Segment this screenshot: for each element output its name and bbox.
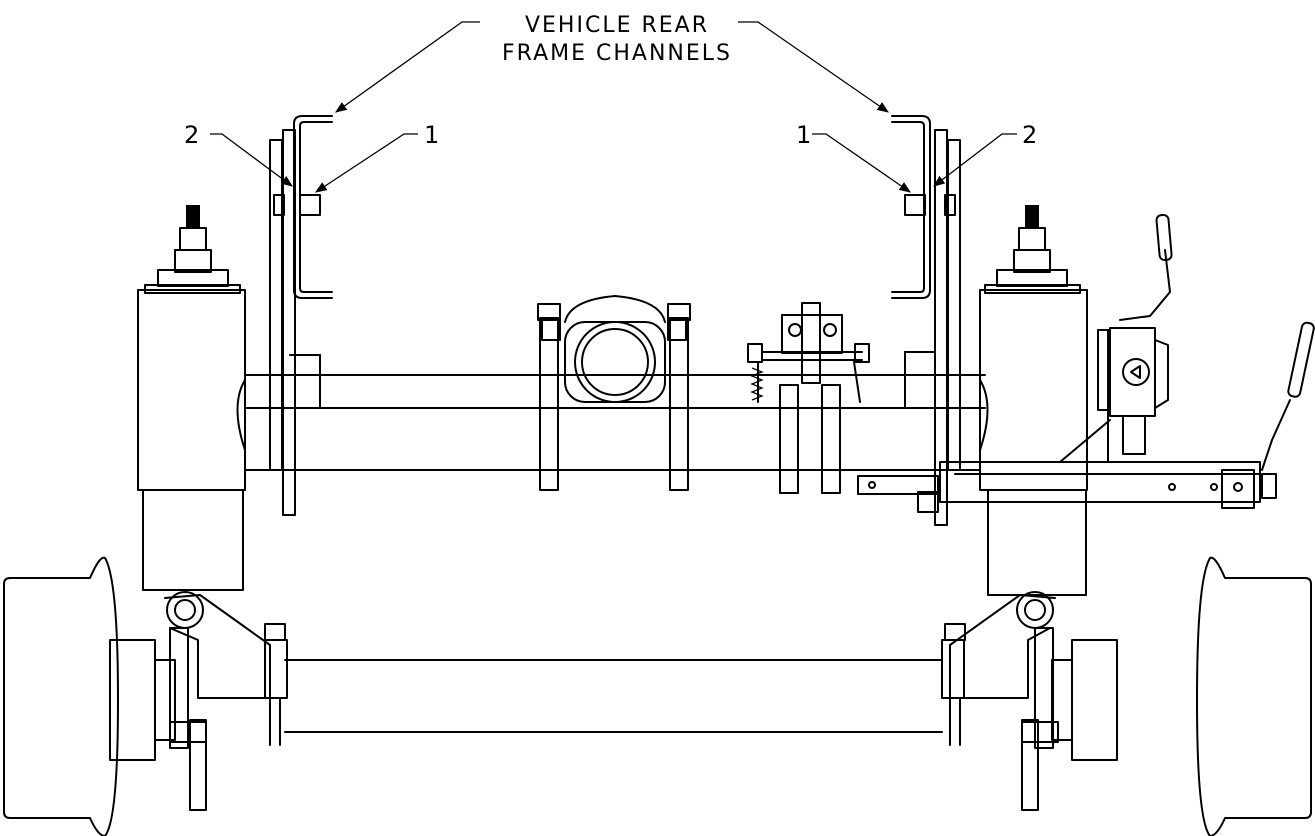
left-frame-channel [269,115,333,516]
right-callout-2: 2 [1022,121,1037,149]
right-frame-channel [891,115,961,526]
rear-axle [264,623,966,746]
left-wheel [3,556,207,836]
leader-lines [210,21,1017,193]
brake-linkage [747,302,870,494]
right-lever-arm [857,321,1315,513]
title-line-2: FRAME CHANNELS [502,41,732,66]
right-wheel [1021,556,1312,836]
right-trailing-arm [949,591,1056,749]
title-line-1: VEHICLE REAR [525,13,709,38]
left-callout-2: 2 [184,121,199,149]
right-air-spring [979,205,1088,596]
left-trailing-arm [164,591,271,749]
control-valve [1059,213,1173,463]
right-callout-1: 1 [796,121,811,149]
main-cross-tube [244,351,986,471]
center-motor [537,295,691,491]
left-callout-1: 1 [424,121,439,149]
left-air-spring [137,205,246,591]
